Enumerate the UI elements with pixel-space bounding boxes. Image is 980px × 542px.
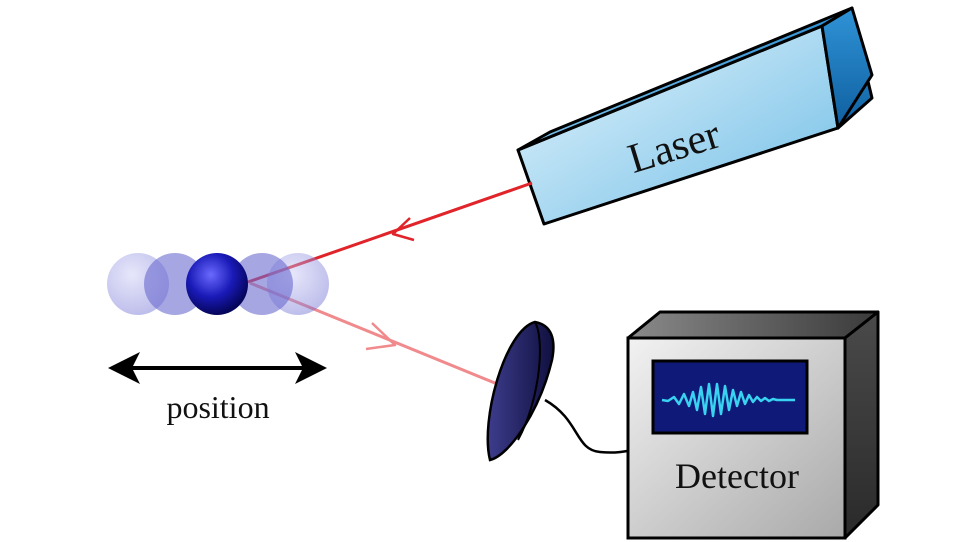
detector-device: Detector [626,310,880,540]
detector-screen [651,359,809,435]
particle-ghost [231,253,293,315]
scattered-arrow-icon [365,322,397,351]
oscillating-particle [107,253,329,315]
particle [186,253,248,315]
laser-end-face [820,6,874,130]
collector-mirror [486,320,555,462]
arrow-left-icon [108,352,140,384]
position-arrow: position [108,352,327,425]
detector-top-face [626,310,880,340]
incident-arrow-icon [391,217,415,242]
detector-label: Detector [675,456,799,496]
detector-side-face [843,310,880,540]
arrow-right-icon [295,352,327,384]
laser-device: Laser [516,6,874,226]
position-label: position [166,389,269,425]
waveform-icon [661,382,795,418]
